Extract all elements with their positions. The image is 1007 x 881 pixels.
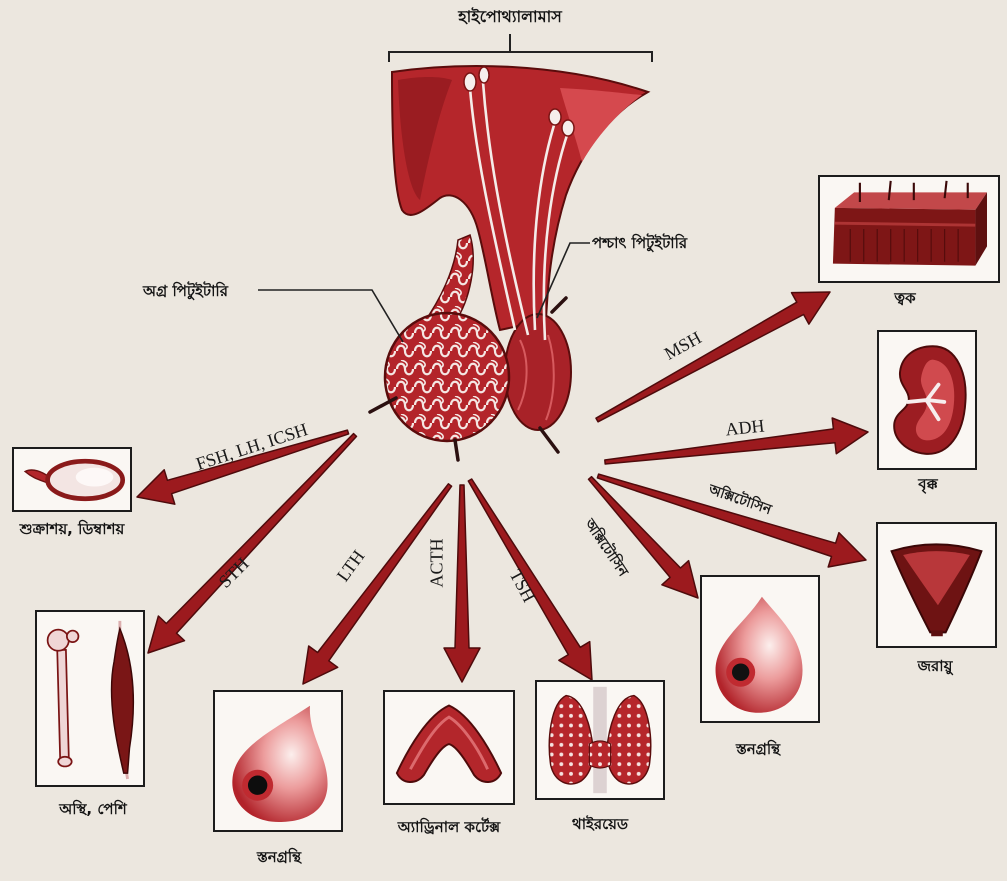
skin-illustration	[820, 177, 998, 281]
hormone-label-adh: ADH	[725, 416, 766, 441]
posterior-pituitary-label: পশ্চাৎ পিটুইটারি	[592, 232, 687, 257]
mammary-gland-right-box	[700, 575, 820, 723]
thyroid-box	[535, 680, 665, 800]
mammary-gland-shape	[232, 706, 327, 822]
neuron-cell-body	[479, 67, 489, 83]
skin-label: ত্বক	[894, 287, 915, 312]
mammary-gland-right-label: স্তনগ্রন্থি	[736, 738, 780, 763]
bone-muscle-box	[35, 610, 145, 787]
thyroid-label: থাইরয়েড	[572, 813, 628, 838]
thyroid-illustration	[537, 682, 663, 798]
hormone-label-acth: ACTH	[427, 539, 448, 588]
arrow-acth	[444, 485, 480, 682]
mammary-gland-shape	[716, 597, 803, 713]
nipple	[248, 776, 267, 795]
adrenal-cortex-box	[383, 690, 515, 805]
neuron-cell-body	[549, 109, 561, 125]
posterior-pituitary-lobe	[505, 314, 571, 430]
kidney-label: বৃক্ক	[918, 473, 937, 498]
anterior-pituitary-leader	[258, 290, 403, 342]
adrenal-cortex-label: অ্যাড্রিনাল কর্টেক্স	[398, 816, 500, 841]
anterior-pituitary-lobe	[385, 313, 509, 441]
mammary-gland-left-illustration	[215, 692, 341, 830]
gonads-box	[12, 447, 132, 512]
uterus-box	[876, 522, 997, 648]
neuron-cell-body	[464, 73, 476, 91]
thyroid-right-lobe	[607, 696, 651, 784]
bone-muscle-label: অস্থি, পেশি	[59, 798, 127, 823]
bone-trochanter	[67, 631, 79, 643]
adrenal-cortex-illustration	[385, 692, 513, 803]
kidney-box	[877, 330, 977, 470]
skin-epidermis-layer	[835, 223, 976, 225]
kidney-illustration	[879, 332, 975, 468]
uterus-illustration	[878, 524, 995, 646]
uterus-label: জরায়ু	[918, 655, 953, 680]
thyroid-isthmus	[589, 741, 610, 768]
cervix	[931, 630, 943, 636]
skin-box	[818, 175, 1000, 283]
mammary-gland-left-box	[213, 690, 343, 832]
nipple	[732, 664, 749, 681]
bone-muscle-illustration	[37, 612, 143, 785]
arrow-msh	[596, 292, 830, 422]
thyroid-left-lobe	[549, 696, 593, 784]
bone-head	[48, 630, 69, 651]
anterior-pituitary-label: অগ্র পিটুইটারি	[143, 280, 228, 305]
mammary-gland-left-label: স্তনগ্রন্থি	[257, 846, 301, 871]
hypothalamus-bracket	[389, 34, 652, 62]
portal-vessels	[423, 235, 473, 324]
skin-top-surface	[835, 192, 987, 209]
trachea	[593, 687, 607, 793]
testis-highlight	[76, 468, 114, 487]
hypothalamus-pituitary-illustration	[370, 66, 648, 460]
hypothalamus-label: হাইপোথ্যালামাস	[458, 4, 562, 31]
bone-lower-end	[58, 757, 71, 767]
gonads-illustration	[14, 449, 130, 510]
gonads-label: শুক্রাশয়, ডিম্বাশয়	[20, 518, 125, 543]
bone-shaft	[57, 650, 69, 758]
mammary-gland-right-illustration	[702, 577, 818, 721]
neuron-cell-body	[562, 120, 574, 136]
muscle	[112, 629, 134, 774]
